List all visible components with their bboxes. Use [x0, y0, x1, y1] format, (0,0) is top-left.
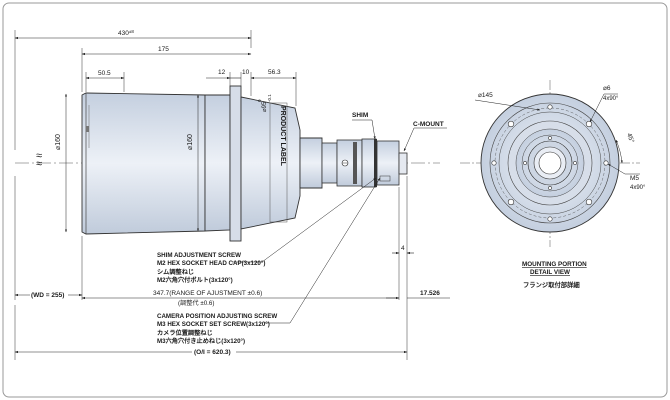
- svg-text:4x90°: 4x90°: [603, 96, 619, 102]
- shim-screw-note: SHIM ADJUSTMENT SCREW M2 HEX SOCKET HEAD…: [157, 252, 265, 284]
- detail-thread: M5: [630, 175, 639, 182]
- svg-text:M2六角穴付ボルト(3x120°): M2六角穴付ボルト(3x120°): [157, 276, 233, 284]
- svg-text:4x90°: 4x90°: [630, 185, 646, 191]
- svg-text:M3 HEX SOCKET SET SCREW(3x120°: M3 HEX SOCKET SET SCREW(3x120°): [157, 321, 270, 328]
- bolt-hole: [585, 198, 593, 206]
- detail-title-jp: フランジ取付部詳細: [523, 280, 580, 289]
- mounting-flange: [229, 85, 242, 242]
- dia-front-label: ⌀160: [55, 134, 62, 150]
- svg-text:カメラ位置調整ねじ: カメラ位置調整ねじ: [157, 329, 213, 337]
- camera-adapter: [376, 140, 400, 186]
- thread-hole: [603, 160, 609, 166]
- dim-back-focus: 17.526: [420, 290, 440, 297]
- svg-text:347.7(RANGE OF AJUSTMENT ±0.6): 347.7(RANGE OF AJUSTMENT ±0.6): [153, 290, 262, 297]
- svg-text:CAMERA POSITION ADJUSTING SCRE: CAMERA POSITION ADJUSTING SCREW: [157, 313, 277, 320]
- svg-text:56.3: 56.3: [268, 69, 281, 76]
- svg-text:0: 0: [257, 99, 262, 102]
- rear-barrel: [240, 96, 301, 230]
- svg-text:10: 10: [242, 69, 250, 76]
- product-label-text: PRODUCT LABEL: [279, 106, 286, 167]
- thread-hole: [547, 104, 553, 110]
- thread-hole: [547, 216, 553, 222]
- dia-rear-tol: -0.1: [267, 94, 272, 102]
- detail-angle: 45°: [625, 132, 636, 144]
- svg-text:12: 12: [218, 69, 226, 76]
- mounting-detail-view: ⌀145 ⌀6 4x90° 45° M5 4x90°: [460, 80, 646, 247]
- break-mark: ≈: [36, 150, 42, 162]
- svg-text:(調整代 ±0.6): (調整代 ±0.6): [178, 299, 214, 307]
- break-mark: ≈: [36, 158, 42, 170]
- tail-section: [299, 137, 323, 189]
- svg-text:M2 HEX SOCKET HEAD CAP(3x120°): M2 HEX SOCKET HEAD CAP(3x120°): [157, 260, 265, 267]
- detail-title: MOUNTING PORTION: [522, 261, 587, 268]
- svg-text:DETAIL VIEW: DETAIL VIEW: [530, 269, 570, 276]
- dia-body-label: ⌀160: [187, 134, 194, 150]
- svg-text:(O/I = 620.3): (O/I = 620.3): [194, 349, 231, 356]
- svg-text:⌀6: ⌀6: [603, 85, 611, 92]
- camera-screw-note: CAMERA POSITION ADJUSTING SCREW M3 HEX S…: [157, 313, 277, 345]
- dim-4: 4: [401, 245, 405, 252]
- c-mount-thread: [398, 152, 408, 175]
- front-cone: [81, 92, 206, 235]
- svg-text:175: 175: [158, 46, 169, 53]
- svg-text:M3六角穴付き止めねじ(3x120°): M3六角穴付き止めねじ(3x120°): [157, 337, 245, 345]
- flange-cone: [204, 94, 231, 232]
- svg-text:SHIM ADJUSTMENT SCREW: SHIM ADJUSTMENT SCREW: [157, 252, 241, 259]
- c-mount-label: C-MOUNT: [413, 121, 444, 128]
- detail-dia-145: ⌀145: [478, 92, 493, 99]
- bolt-hole: [507, 120, 515, 128]
- svg-text:(WD = 255): (WD = 255): [31, 292, 64, 299]
- bolt-hole: [507, 198, 515, 206]
- dia-rear-label: ⌀95: [262, 101, 268, 112]
- dim-overall-text: 430±8: [118, 29, 134, 37]
- svg-text:シム調整ねじ: シム調整ねじ: [157, 268, 194, 276]
- shim-ring: [374, 139, 377, 187]
- bolt-hole: [585, 120, 593, 128]
- thread-hole: [491, 160, 497, 166]
- shim-label: SHIM: [352, 112, 368, 119]
- svg-text:50.5: 50.5: [98, 70, 111, 77]
- lens-side-view: [81, 85, 408, 242]
